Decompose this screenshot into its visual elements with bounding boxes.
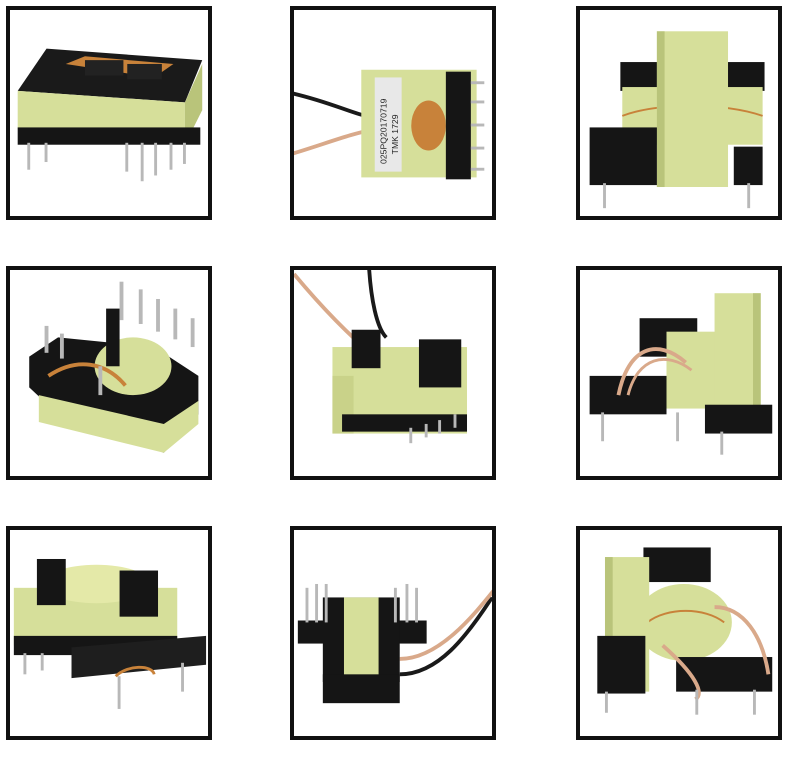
transformer-end-view-leads xyxy=(297,583,492,704)
transformer-horizontal-bobbin xyxy=(13,558,207,709)
transformer-top-view xyxy=(17,48,203,182)
image-tile-1 xyxy=(6,6,212,220)
transformer-pins-up xyxy=(29,281,199,453)
image-tile-4 xyxy=(6,266,212,480)
transformer-side-leads xyxy=(589,293,773,455)
image-tile-2: 025PQ20170719 TMK 1729 xyxy=(290,6,496,220)
transformer-with-two-leads xyxy=(294,270,468,444)
image-tile-9 xyxy=(576,526,782,740)
image-tile-8 xyxy=(290,526,496,740)
transformer-vertical-core xyxy=(589,31,765,209)
image-tile-7 xyxy=(6,526,212,740)
image-tile-3 xyxy=(576,6,782,220)
image-tile-5 xyxy=(290,266,496,480)
label-line-1: 025PQ20170719 xyxy=(378,98,388,164)
transformer-labeled-with-leads: 025PQ20170719 TMK 1729 xyxy=(294,69,485,180)
image-tile-6 xyxy=(576,266,782,480)
label-line-2: TMK 1729 xyxy=(390,114,400,154)
transformer-tan-leads xyxy=(597,547,773,715)
